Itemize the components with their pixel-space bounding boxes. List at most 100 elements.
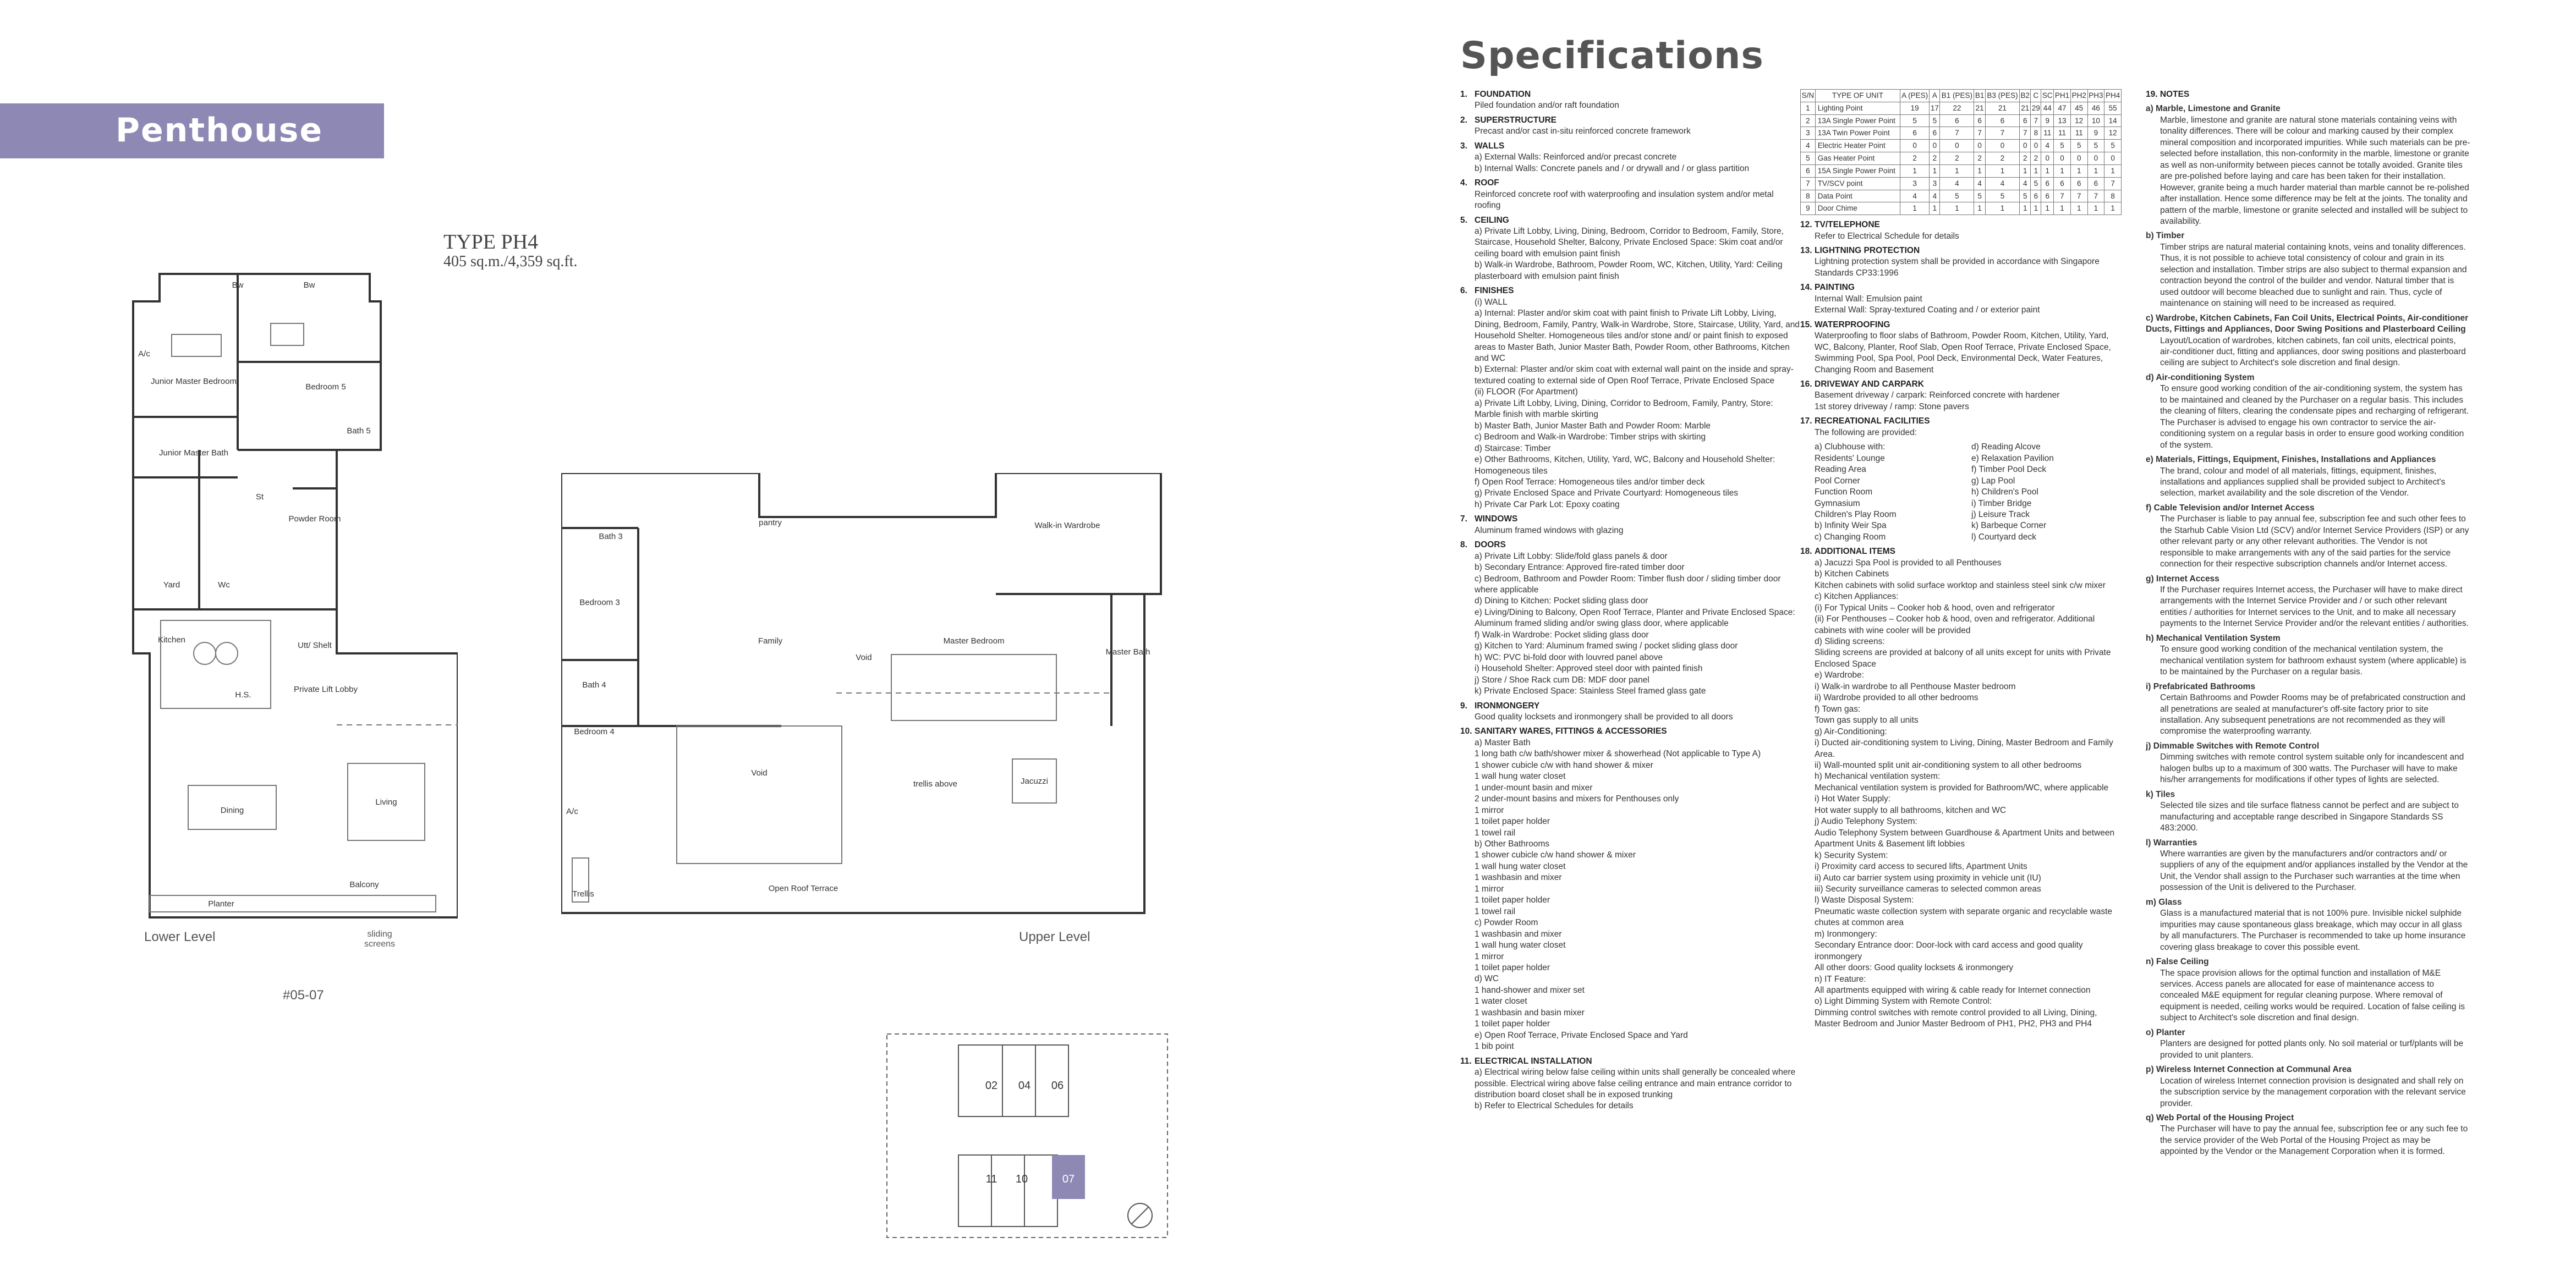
- note-text: Where warranties are given by the manufa…: [2160, 849, 2468, 893]
- spec-line: 1 towel rail: [1475, 828, 1516, 838]
- table-cell: 6: [2041, 189, 2054, 203]
- table-cell: Gas Heater Point: [1815, 152, 1900, 165]
- table-cell: 1: [1800, 101, 1816, 115]
- spec-section-number: 18.: [1800, 547, 1812, 557]
- spec-line: 1 under-mount basin and mixer: [1475, 783, 1593, 793]
- penthouse-banner: Penthouse: [0, 103, 384, 158]
- table-cell: 7: [1985, 127, 2020, 140]
- spec-line: k) Security System:: [1815, 850, 1888, 860]
- table-cell: 2: [1800, 114, 1816, 128]
- table-cell: 1: [2087, 164, 2105, 178]
- upper-room-roof: Open Roof Terrace: [769, 884, 838, 893]
- table-cell: 5: [2104, 139, 2122, 153]
- facility-item: Residents' Lounge: [1815, 453, 1885, 463]
- table-cell: Data Point: [1815, 189, 1900, 203]
- table-cell: 2: [2019, 152, 2031, 165]
- spec-line: 1 bib point: [1475, 1042, 1514, 1052]
- table-header-cell: B2: [2019, 89, 2031, 102]
- table-cell: 7: [2070, 189, 2088, 203]
- table-cell: 5: [1939, 189, 1975, 203]
- table-cell: 2: [1899, 152, 1930, 165]
- spec-line: o) Light Dimming System with Remote Cont…: [1815, 997, 1992, 1007]
- table-cell: 44: [2041, 101, 2054, 115]
- spec-section-number: 4.: [1460, 178, 1467, 188]
- table-cell: 8: [1800, 189, 1816, 203]
- spec-line: b) Secondary Entrance: Approved fire-rat…: [1475, 563, 1685, 573]
- table-cell: 1: [2070, 202, 2088, 216]
- spec-line: 1 towel rail: [1475, 906, 1516, 916]
- spec-line: 1 mirror: [1475, 884, 1504, 894]
- facility-item: k) Barbeque Corner: [1971, 521, 2047, 531]
- spec-line: c) Kitchen Appliances:: [1815, 592, 1899, 602]
- spec-title: Specifications: [1460, 34, 1764, 78]
- note-heading: c) Wardrobe, Kitchen Cabinets, Fan Coil …: [2146, 313, 2469, 334]
- spec-line: ii) Wardrobe provided to all other bedro…: [1815, 693, 1978, 703]
- spec-line: h) Mechanical ventilation system:: [1815, 772, 1941, 782]
- table-cell: 3: [1929, 177, 1941, 190]
- spec-line: (ii) FLOOR (For Apartment): [1475, 387, 1578, 397]
- note-text: The brand, colour and model of all mater…: [2160, 466, 2446, 498]
- spec-line: 1 toilet paper holder: [1475, 963, 1550, 972]
- note-heading: n) False Ceiling: [2146, 957, 2209, 967]
- lower-room-bath5: Bath 5: [347, 426, 370, 436]
- key-plan: 02 04 06 11 10 07: [881, 1028, 1185, 1248]
- spec-line: b) Kitchen Cabinets: [1815, 569, 1889, 579]
- spec-line: e) Other Bathrooms, Kitchen, Utility, Ya…: [1475, 455, 1775, 476]
- table-cell: 1: [2053, 164, 2071, 178]
- spec-line: i) Proximity card access to secured lift…: [1815, 862, 2027, 872]
- note-text: Timber strips are natural material conta…: [2160, 242, 2467, 309]
- spec-line: a) Internal: Plaster and/or skim coat wi…: [1475, 309, 1800, 363]
- table-cell: 3: [1800, 127, 1816, 140]
- spec-section-number: 3.: [1460, 141, 1467, 151]
- lower-level-plan: Bw Bw A/c Junior Master Bedroom Bedroom …: [128, 268, 459, 928]
- spec-line: a) External Walls: Reinforced and/or pre…: [1475, 152, 1677, 162]
- table-cell: 0: [2070, 152, 2088, 165]
- spec-line: c) Bedroom and Walk-in Wardrobe: Timber …: [1475, 432, 1706, 442]
- facility-item: Reading Area: [1815, 465, 1866, 475]
- table-cell: 4: [1985, 177, 2020, 190]
- lower-room-bw1: Bw: [232, 280, 244, 290]
- table-header-cell: A (PES): [1899, 89, 1930, 102]
- lower-room-st: St: [256, 492, 264, 502]
- note-heading: l) Warranties: [2146, 838, 2197, 848]
- upper-level-plan: Bath 3 pantry Walk-in Wardrobe Bedroom 3…: [560, 472, 1199, 924]
- spec-line: d) Staircase: Timber: [1475, 443, 1551, 453]
- table-cell: 6: [1800, 164, 1816, 178]
- spec-section-heading: 18.ADDITIONAL ITEMS: [1800, 546, 2123, 557]
- table-cell: 1: [1974, 202, 1986, 216]
- spec-section-heading: 16.DRIVEWAY AND CARPARK: [1800, 379, 2123, 390]
- lower-room-lift: Private Lift Lobby: [294, 685, 358, 694]
- spec-line: j) Store / Shoe Rack cum DB: MDF door pa…: [1475, 675, 1649, 685]
- spec-line: Mechanical ventilation system is provide…: [1815, 783, 2109, 793]
- table-cell: 15A Single Power Point: [1815, 164, 1900, 178]
- note-heading: o) Planter: [2146, 1027, 2185, 1037]
- lower-room-balcony: Balcony: [349, 880, 379, 889]
- lower-room-bw2: Bw: [304, 280, 315, 290]
- keyplan-unit-06: 06: [1051, 1080, 1064, 1092]
- spec-line: Aluminum framed windows with glazing: [1475, 525, 1624, 535]
- spec-section-number: 11.: [1460, 1056, 1472, 1066]
- table-cell: 1: [2041, 164, 2054, 178]
- table-header-cell: PH4: [2104, 89, 2122, 102]
- table-cell: 5: [2053, 139, 2071, 153]
- spec-line: f) Walk-in Wardrobe: Pocket sliding glas…: [1475, 630, 1649, 640]
- lower-room-jmb: Junior Master Bedroom: [151, 377, 237, 386]
- table-cell: 6: [1985, 114, 2020, 128]
- table-cell: 6: [2019, 114, 2031, 128]
- upper-room-bath3: Bath 3: [599, 532, 622, 541]
- sliding-screens-label: sliding screens: [364, 930, 396, 949]
- spec-line: (ii) For Penthouses – Cooker hob & hood,…: [1815, 614, 2095, 635]
- spec-line: 1 mirror: [1475, 805, 1504, 815]
- upper-room-ac: A/c: [566, 807, 578, 816]
- upper-room-master-bed: Master Bedroom: [944, 636, 1005, 646]
- note-text: The space provision allows for the optim…: [2160, 968, 2465, 1023]
- lower-room-planter: Planter: [208, 899, 234, 909]
- note-heading: f) Cable Television and/or Internet Acce…: [2146, 503, 2315, 513]
